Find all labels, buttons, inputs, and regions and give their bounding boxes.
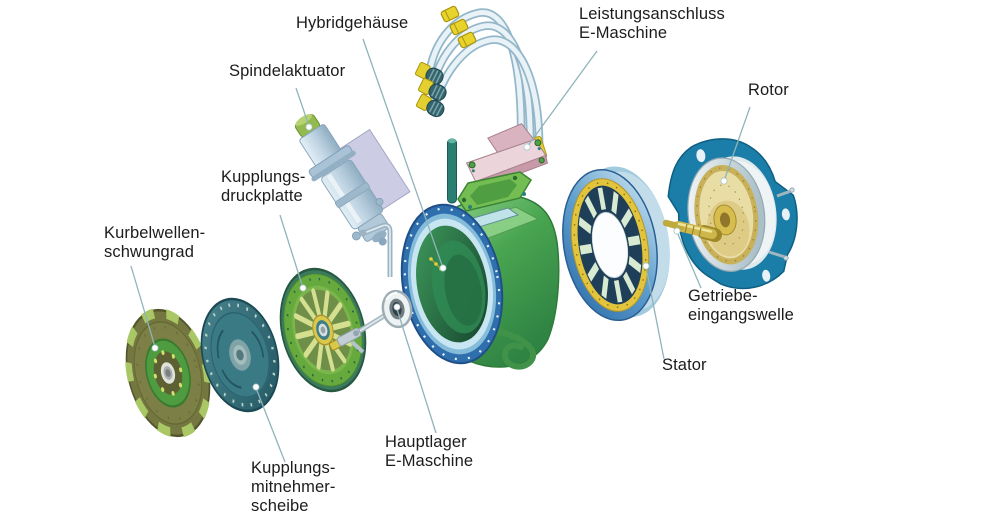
leader-dot-kupplungsmitnehmerscheibe	[252, 383, 260, 391]
leader-line-leistungsanschluss	[526, 50, 598, 148]
leader-dots	[151, 123, 728, 391]
label-spindelaktuator: Spindelaktuator	[229, 62, 346, 80]
leader-dot-rotor	[720, 177, 728, 185]
cable-clamps-graphic	[440, 5, 477, 49]
label-hauptlager-emaschine: Hauptlager E-Maschine	[385, 433, 474, 470]
rotor-pins-graphic	[768, 187, 795, 261]
leader-line-rotor	[723, 106, 751, 182]
leader-dot-spindelaktuator	[305, 123, 313, 131]
input-shaft-graphic	[662, 219, 722, 242]
rotor-graphic	[667, 138, 798, 290]
leader-dot-leistungsanschluss	[523, 143, 531, 151]
power-cables-graphic	[424, 8, 544, 155]
pressure-plate-graphic	[279, 267, 367, 393]
leader-dot-kurbelwellenschwungrad	[151, 344, 159, 352]
leader-line-kupplungsdruckplatte	[279, 214, 304, 289]
hybrid-housing-graphic	[400, 138, 560, 370]
leader-line-getriebeeingangswelle	[676, 231, 702, 289]
leader-line-hauptlager	[396, 308, 437, 434]
label-kupplungsmitnehmerscheibe: Kupplungs- mitnehmer- scheibe	[251, 459, 336, 515]
stator-graphic	[562, 166, 670, 322]
label-kupplungsdruckplatte: Kupplungs- druckplatte	[221, 168, 306, 205]
leader-lines	[130, 38, 751, 463]
actuator-pipe-graphic	[359, 222, 393, 277]
label-leistungsanschluss-emaschine: Leistungsanschluss E-Maschine	[579, 5, 725, 42]
leader-line-kupplungsmitnehmerscheibe	[255, 387, 286, 463]
leader-line-kurbelwellenschwungrad	[130, 265, 156, 348]
label-rotor: Rotor	[748, 81, 789, 99]
label-kurbelwellenschwungrad: Kurbelwellen- schwungrad	[104, 224, 206, 261]
leader-line-stator	[645, 266, 665, 360]
label-stator: Stator	[662, 356, 707, 374]
leader-dot-getriebeeingangswelle	[673, 227, 681, 235]
leader-dot-kupplungsdruckplatte	[299, 284, 307, 292]
leader-dot-hybridgehaeuse	[439, 264, 447, 272]
leader-dot-hauptlager	[393, 303, 401, 311]
leader-dot-stator	[642, 262, 650, 270]
leader-line-hybridgehaeuse	[362, 38, 444, 269]
flywheel-graphic	[125, 308, 211, 438]
label-hybridgehaeuse: Hybridgehäuse	[296, 14, 409, 32]
clutch-disc-graphic	[200, 297, 280, 413]
label-getriebeeingangswelle: Getriebe- eingangswelle	[688, 287, 794, 324]
leader-line-spindelaktuator	[295, 87, 310, 127]
cable-connector-ends-graphic	[415, 61, 447, 118]
